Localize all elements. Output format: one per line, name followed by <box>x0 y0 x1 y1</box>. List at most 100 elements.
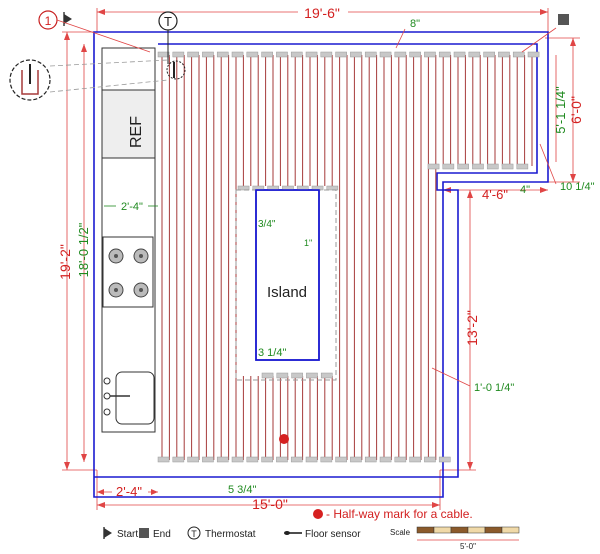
legend-end-icon <box>139 528 149 538</box>
fixing-strip <box>438 456 451 463</box>
legend-thermostat-icon <box>187 526 201 540</box>
outer-wall-boundary <box>93 31 549 498</box>
top-dimension: 19'-6" <box>96 4 549 32</box>
counter-depth-bottom-label: 2'-4" <box>116 484 142 499</box>
scale-segment <box>433 526 452 534</box>
thermostat-letter: T <box>164 14 172 29</box>
top-spacing-label: 8" <box>410 18 420 30</box>
fixing-strip <box>290 51 303 58</box>
fixing-strip <box>379 456 392 463</box>
fixing-strip <box>409 456 421 463</box>
fixing-strip <box>335 51 347 58</box>
notch-gap-label: 10 1/4" <box>560 181 595 193</box>
scale-label: Scale <box>390 528 411 537</box>
legend-start-label: Start <box>117 529 138 540</box>
fixing-strip <box>427 163 440 170</box>
fixing-strip <box>237 185 250 191</box>
halfway-mark <box>279 434 289 444</box>
fixing-strip <box>364 456 377 463</box>
island-gap-label-3-1-4: 3 1/4" <box>258 347 286 359</box>
fixing-strip <box>157 456 170 463</box>
halfway-note: - Half-way mark for a cable. <box>313 507 473 521</box>
stove <box>102 236 154 308</box>
notch-dimension: 4'-6" <box>443 187 548 202</box>
left-dimensions: 19'-2" 18'-0 1/2" <box>57 31 97 471</box>
legend-thermostat-label: Thermostat <box>205 529 256 540</box>
fixing-strip <box>216 51 229 58</box>
fixing-strip <box>442 163 455 170</box>
notch-spacing-label: 4" <box>520 184 530 196</box>
legend-end-label: End <box>153 529 171 540</box>
fixing-strip <box>468 51 481 58</box>
fixing-strip <box>202 51 214 58</box>
sink <box>103 371 155 425</box>
legend-start-icon <box>104 528 112 538</box>
fixing-strip <box>364 51 377 58</box>
scale-segment <box>501 526 520 534</box>
notch-width-label: 4'-6" <box>482 187 508 202</box>
counter-spacing-label: 2'-4" <box>121 201 143 213</box>
fixing-strip <box>320 372 333 379</box>
thermostat-marker: T <box>158 11 186 80</box>
bottom-spacing-label: 5 3/4" <box>228 484 256 496</box>
scale-segment <box>484 526 503 534</box>
fixing-strip <box>335 456 347 463</box>
cable-fixing-strips <box>157 51 540 463</box>
fixing-strip <box>409 51 421 58</box>
fixing-strip <box>394 51 407 58</box>
refrigerator <box>101 89 156 159</box>
fixing-strip <box>486 163 499 170</box>
fixing-strip <box>276 51 288 58</box>
fixing-strip <box>187 456 199 463</box>
left-total-label: 19'-2" <box>57 244 73 280</box>
top-width-label: 19'-6" <box>304 5 340 21</box>
island-gap-label-3-4: 3/4" <box>258 219 276 230</box>
fixing-strip <box>438 51 451 58</box>
fixing-strip <box>501 163 514 170</box>
start-icon <box>64 14 72 24</box>
fixing-strip <box>305 456 318 463</box>
legend-floor-sensor-label: Floor sensor <box>305 529 361 540</box>
fixing-strip <box>202 456 214 463</box>
fixing-strip <box>231 51 244 58</box>
inner-heating-boundary <box>94 43 538 478</box>
scale-bar: Scale 5'-0" <box>390 526 520 551</box>
right-upper-inner-label: 5'-1 1/4" <box>553 86 568 134</box>
right-spacing-label: 1'-0 1/4" <box>474 382 514 394</box>
scale-value: 5'-0" <box>460 542 476 551</box>
fixing-strip <box>394 456 407 463</box>
heating-cable-runs <box>161 55 533 460</box>
fixing-strip <box>424 51 436 58</box>
fixing-strip <box>453 51 466 58</box>
fixing-strip <box>305 51 318 58</box>
fixing-strip <box>320 51 333 58</box>
right-upper-label: 6'-0" <box>568 96 584 124</box>
fixing-strip <box>483 51 495 58</box>
ref-label: REF <box>128 116 145 148</box>
fixing-strip <box>231 456 244 463</box>
scale-segment <box>467 526 486 534</box>
fixing-strip <box>320 456 333 463</box>
end-icon <box>558 14 569 25</box>
fixing-strip <box>457 163 469 170</box>
fixing-strip <box>350 51 362 58</box>
fixing-strip <box>516 163 529 170</box>
right-lower-dimension: 13'-2" <box>440 190 480 471</box>
fixing-strip <box>261 51 273 58</box>
fixing-strip <box>291 372 303 379</box>
fixing-strip <box>424 456 436 463</box>
fixing-strip <box>498 51 510 58</box>
fixing-strip <box>306 372 318 379</box>
fixing-strip <box>187 51 199 58</box>
island <box>258 192 317 358</box>
island-label: Island <box>267 284 307 301</box>
kitchen-counter: REF 2'-4" <box>101 47 158 433</box>
fixing-strip <box>157 51 170 58</box>
scale-segment <box>450 526 469 534</box>
right-lower-label: 13'-2" <box>464 310 480 346</box>
fixing-strip <box>276 372 289 379</box>
fixing-strip <box>246 456 259 463</box>
scale-segment <box>416 526 435 534</box>
legend: Start End T Thermostat Floor sensor <box>103 526 361 540</box>
fixing-strip <box>276 456 288 463</box>
